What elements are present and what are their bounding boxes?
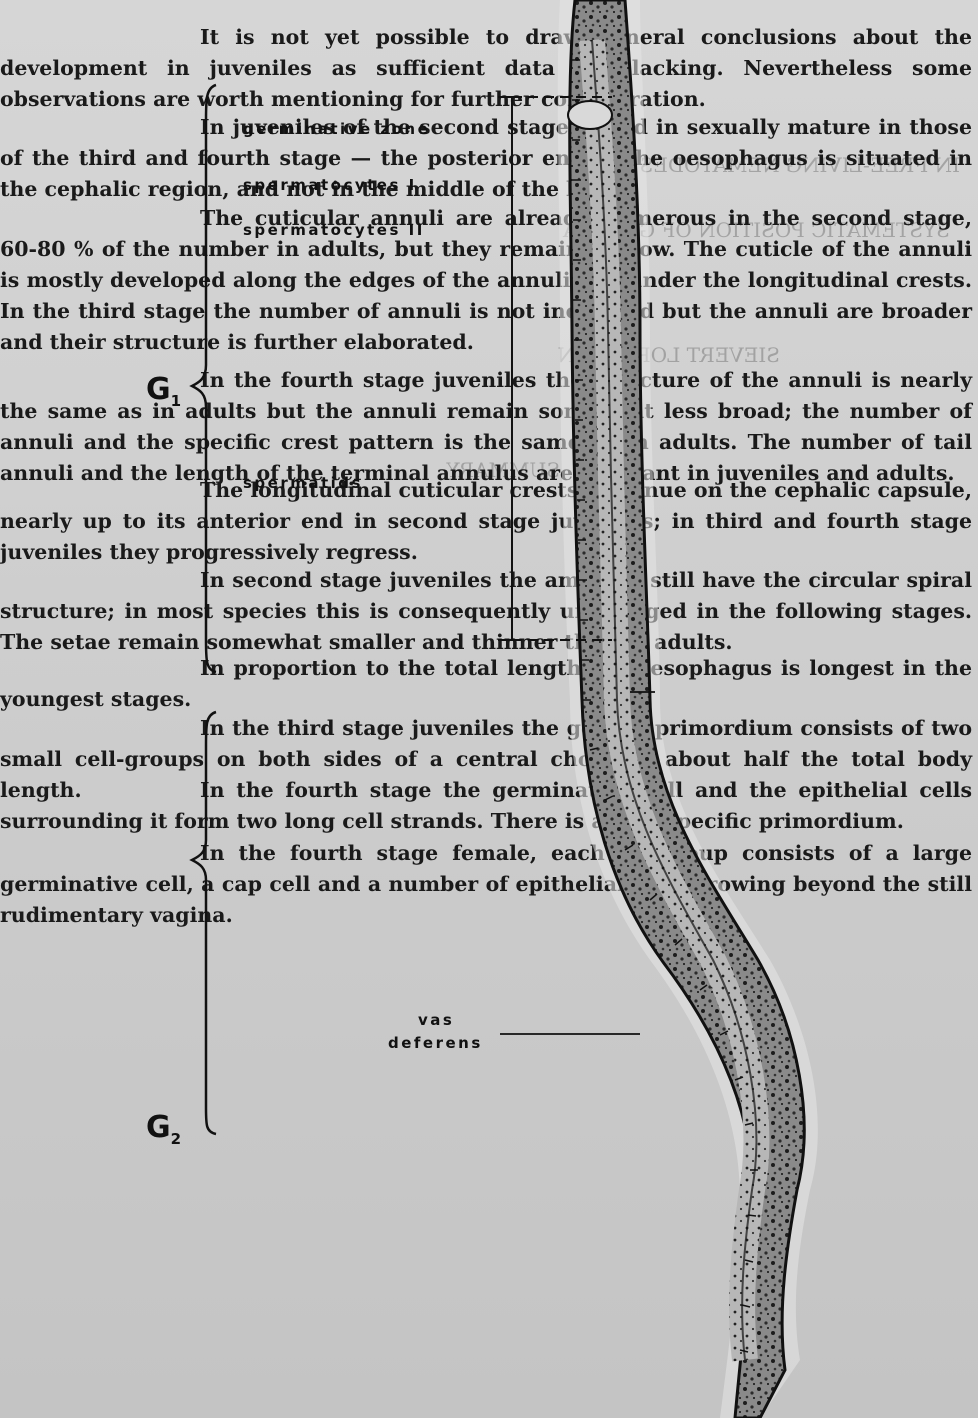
g2-letter: G bbox=[146, 1110, 171, 1145]
vas-label: vas bbox=[418, 1011, 454, 1029]
germinative-zone-label: germinative zone bbox=[243, 120, 430, 138]
germinative-tip bbox=[568, 101, 612, 129]
spermatocytes-1-label: spermatocytes I bbox=[243, 176, 417, 194]
g2-subscript: 2 bbox=[171, 1130, 181, 1148]
g1-label: G1 bbox=[146, 372, 181, 410]
g2-brace bbox=[192, 712, 216, 1134]
g1-subscript: 1 bbox=[171, 392, 181, 410]
deferens-label: deferens bbox=[388, 1034, 483, 1052]
g1-brace bbox=[192, 85, 216, 672]
spermatocytes-2-label: spermatocytes II bbox=[243, 221, 425, 239]
g2-label: G2 bbox=[146, 1110, 181, 1148]
spermatids-label: spermatids bbox=[243, 474, 363, 492]
g1-letter: G bbox=[146, 372, 171, 407]
